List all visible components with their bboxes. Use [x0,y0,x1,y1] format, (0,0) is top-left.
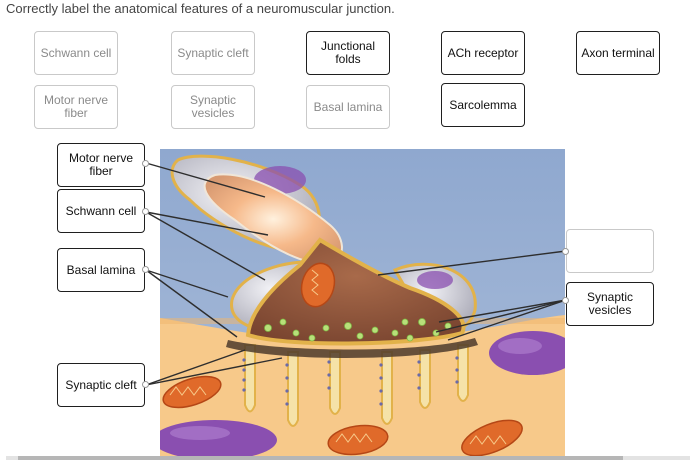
scrollbar-thumb[interactable] [18,456,623,460]
drop-target-basal-lamina[interactable]: Basal lamina [57,248,145,292]
drop-target-synaptic-vesicles[interactable]: Synaptic vesicles [566,282,654,326]
drop-target-schwann-cell[interactable]: Schwann cell [57,189,145,233]
drop-target-connector [142,381,149,388]
drop-target-connector [562,297,569,304]
bank-item-junctional-folds[interactable]: Junctional folds [306,31,390,75]
bank-item-synaptic-vesicles[interactable]: Synaptic vesicles [171,85,255,129]
bank-item-axon-terminal[interactable]: Axon terminal [576,31,660,75]
bank-item-basal-lamina[interactable]: Basal lamina [306,85,390,129]
drop-target-connector [142,160,149,167]
instruction-text: Correctly label the anatomical features … [6,1,395,16]
drop-target-synaptic-cleft[interactable]: Synaptic cleft [57,363,145,407]
bank-item-schwann-cell[interactable]: Schwann cell [34,31,118,75]
bank-item-motor-nerve-fiber[interactable]: Motor nerve fiber [34,85,118,129]
drop-target-empty[interactable] [566,229,654,273]
drop-target-connector [142,208,149,215]
drop-target-connector [562,248,569,255]
drop-target-connector [142,266,149,273]
bank-item-ach-receptor[interactable]: ACh receptor [441,31,525,75]
drop-target-motor-nerve-fiber[interactable]: Motor nerve fiber [57,143,145,187]
bank-item-synaptic-cleft[interactable]: Synaptic cleft [171,31,255,75]
bank-item-sarcolemma[interactable]: Sarcolemma [441,83,525,127]
horizontal-scrollbar[interactable] [6,456,690,460]
